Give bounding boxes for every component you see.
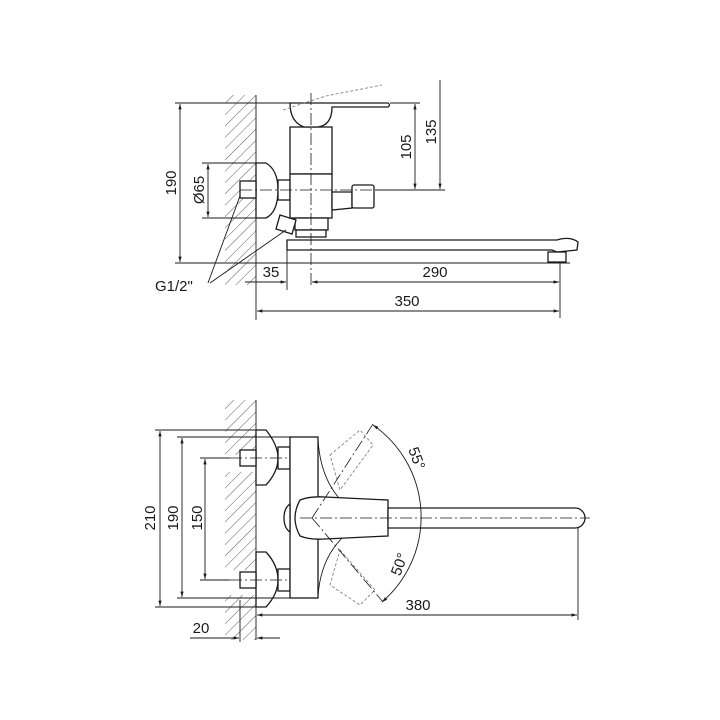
dim-105-label: 105 bbox=[398, 134, 415, 159]
side-view: 190 Ø65 105 135 35 290 350 G1/2" bbox=[155, 80, 579, 320]
dim-290-label: 290 bbox=[422, 264, 447, 281]
dim-65-label: Ø65 bbox=[191, 176, 208, 204]
cartridge-cap bbox=[283, 502, 291, 534]
dim-150-label: 150 bbox=[189, 505, 206, 530]
top-view: 55° 50° 210 190 150 380 20 bbox=[142, 400, 590, 642]
diverter-knob bbox=[351, 184, 375, 209]
flange-lower bbox=[255, 551, 279, 608]
angle-50-label: 50° bbox=[388, 551, 412, 578]
thread-stub bbox=[239, 180, 257, 199]
angle-55-label: 55° bbox=[404, 445, 428, 472]
dim-135-label: 135 bbox=[423, 119, 440, 144]
flange-upper bbox=[255, 429, 279, 486]
wall-hatch-bottom bbox=[225, 595, 256, 640]
dim-190-label: 190 bbox=[163, 170, 180, 195]
shower-outlet bbox=[275, 214, 297, 235]
thread-label: G1/2" bbox=[155, 278, 193, 295]
dim-380-label: 380 bbox=[405, 597, 430, 614]
spout-nozzle bbox=[547, 251, 567, 263]
flange bbox=[255, 162, 279, 219]
dim-210-label: 210 bbox=[142, 505, 159, 530]
handle-lever bbox=[289, 102, 391, 128]
dim-190-top-label: 190 bbox=[165, 505, 182, 530]
angle-arc bbox=[372, 424, 422, 603]
aerator-nut bbox=[294, 217, 329, 231]
wall-hatch-top bbox=[225, 400, 256, 455]
dim-20-label: 20 bbox=[193, 620, 210, 637]
dim-35-label: 35 bbox=[263, 264, 280, 281]
handle-alt-position bbox=[282, 84, 383, 111]
dim-350-label: 350 bbox=[394, 293, 419, 310]
wall-hatch-middle bbox=[225, 472, 256, 570]
handle-alt-positions bbox=[329, 429, 376, 606]
diverter-stem bbox=[331, 191, 353, 211]
spout bbox=[286, 237, 579, 253]
